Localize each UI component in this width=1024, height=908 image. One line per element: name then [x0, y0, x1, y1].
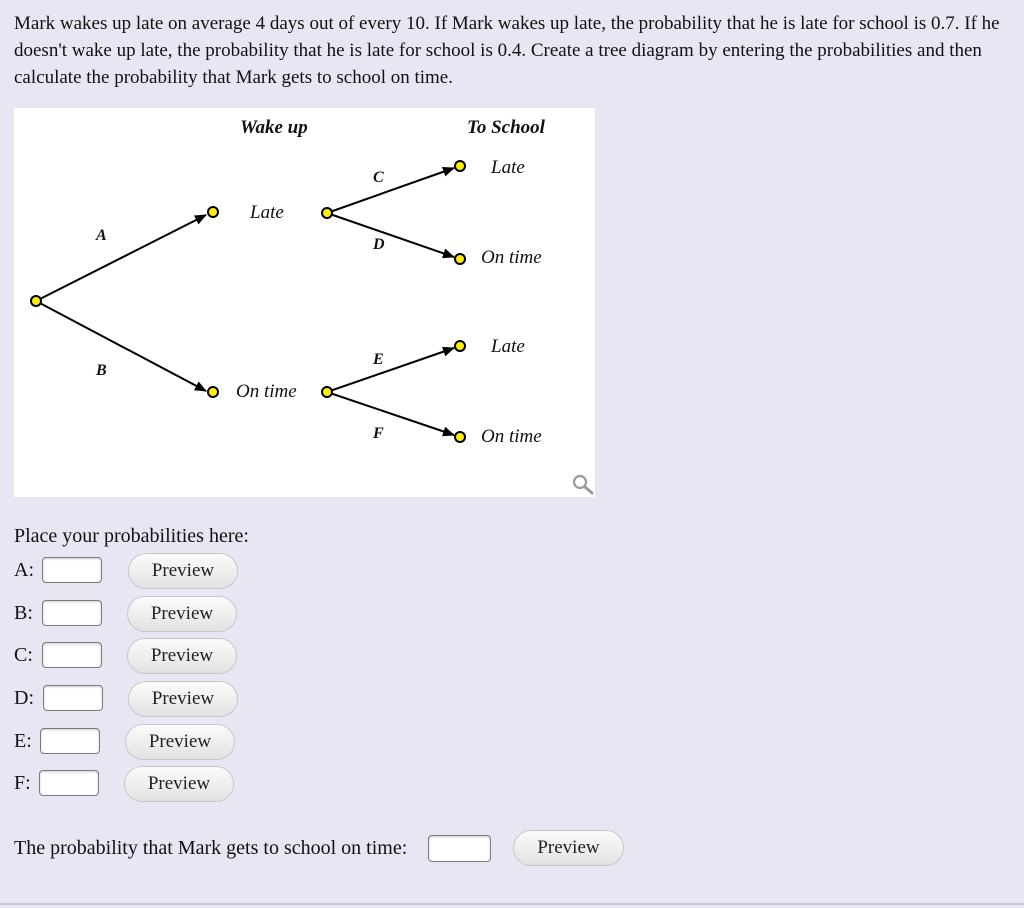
header-wake-up: Wake up — [240, 117, 308, 138]
tree-diagram: Wake up To School Late On time Late On t… — [14, 108, 595, 497]
answer-label-d: D: — [14, 687, 34, 709]
branch-label-e: E — [373, 351, 384, 368]
node-ontime-ontime — [454, 431, 466, 443]
answer-label-a: A: — [14, 559, 34, 581]
answer-row-e: E: Preview — [14, 724, 254, 760]
preview-button-b[interactable]: Preview — [127, 596, 237, 632]
answer-input-d[interactable] — [43, 685, 103, 711]
answer-input-b[interactable] — [42, 600, 102, 626]
node-wake-late — [207, 206, 219, 218]
label-stage1-ontime: On time — [236, 381, 297, 402]
branch-label-a: A — [96, 227, 107, 244]
magnifier-icon[interactable] — [572, 474, 596, 501]
answer-label-f: F: — [14, 772, 31, 794]
bottom-divider — [0, 903, 1024, 905]
node-split-late — [321, 207, 333, 219]
preview-button-a[interactable]: Preview — [128, 553, 238, 589]
answer-row-f: F: Preview — [14, 766, 254, 802]
final-preview-button[interactable]: Preview — [513, 830, 624, 866]
answer-row-d: D: Preview — [14, 681, 254, 717]
final-answer-input[interactable] — [428, 835, 491, 862]
preview-button-c[interactable]: Preview — [127, 638, 237, 674]
branch-c-line — [326, 166, 455, 214]
preview-button-e[interactable]: Preview — [125, 724, 235, 760]
answer-label-c: C: — [14, 644, 33, 666]
tree-diagram-lines — [30, 160, 466, 443]
question-text: Mark wakes up late on average 4 days out… — [14, 13, 1000, 88]
branch-label-b: B — [96, 362, 107, 379]
answer-input-a[interactable] — [42, 557, 102, 583]
header-to-school: To School — [467, 117, 545, 138]
branch-label-d: D — [373, 236, 385, 253]
label-stage1-late: Late — [250, 202, 284, 223]
branch-label-c: C — [373, 169, 384, 186]
node-split-ontime — [321, 386, 333, 398]
label-outcome-ontime-1: On time — [481, 247, 542, 268]
answer-row-b: B: Preview — [14, 596, 254, 632]
root-node — [30, 295, 42, 307]
label-outcome-late-2: Late — [491, 336, 525, 357]
label-outcome-late-1: Late — [491, 157, 525, 178]
final-question-label: The probability that Mark gets to school… — [14, 837, 408, 859]
branch-b-line — [35, 300, 207, 392]
answer-row-c: C: Preview — [14, 638, 254, 674]
final-answer-row: The probability that Mark gets to school… — [14, 829, 634, 867]
place-probabilities-label: Place your probabilities here: — [14, 525, 249, 547]
answer-input-e[interactable] — [40, 728, 100, 754]
preview-button-f[interactable]: Preview — [124, 766, 234, 802]
node-wake-ontime — [207, 386, 219, 398]
answer-label-b: B: — [14, 602, 33, 624]
node-ontime-late — [454, 340, 466, 352]
branch-a-line — [35, 214, 207, 302]
branch-e-line — [326, 346, 455, 393]
answer-label-e: E: — [14, 730, 32, 752]
preview-button-d[interactable]: Preview — [128, 681, 238, 717]
branch-d-line — [326, 212, 455, 259]
answer-input-f[interactable] — [39, 770, 99, 796]
answer-input-c[interactable] — [42, 642, 102, 668]
label-outcome-ontime-2: On time — [481, 426, 542, 447]
node-late-late — [454, 160, 466, 172]
branch-label-f: F — [373, 425, 384, 442]
answer-row-a: A: Preview — [14, 553, 254, 589]
node-late-ontime — [454, 253, 466, 265]
branch-f-line — [326, 391, 455, 437]
